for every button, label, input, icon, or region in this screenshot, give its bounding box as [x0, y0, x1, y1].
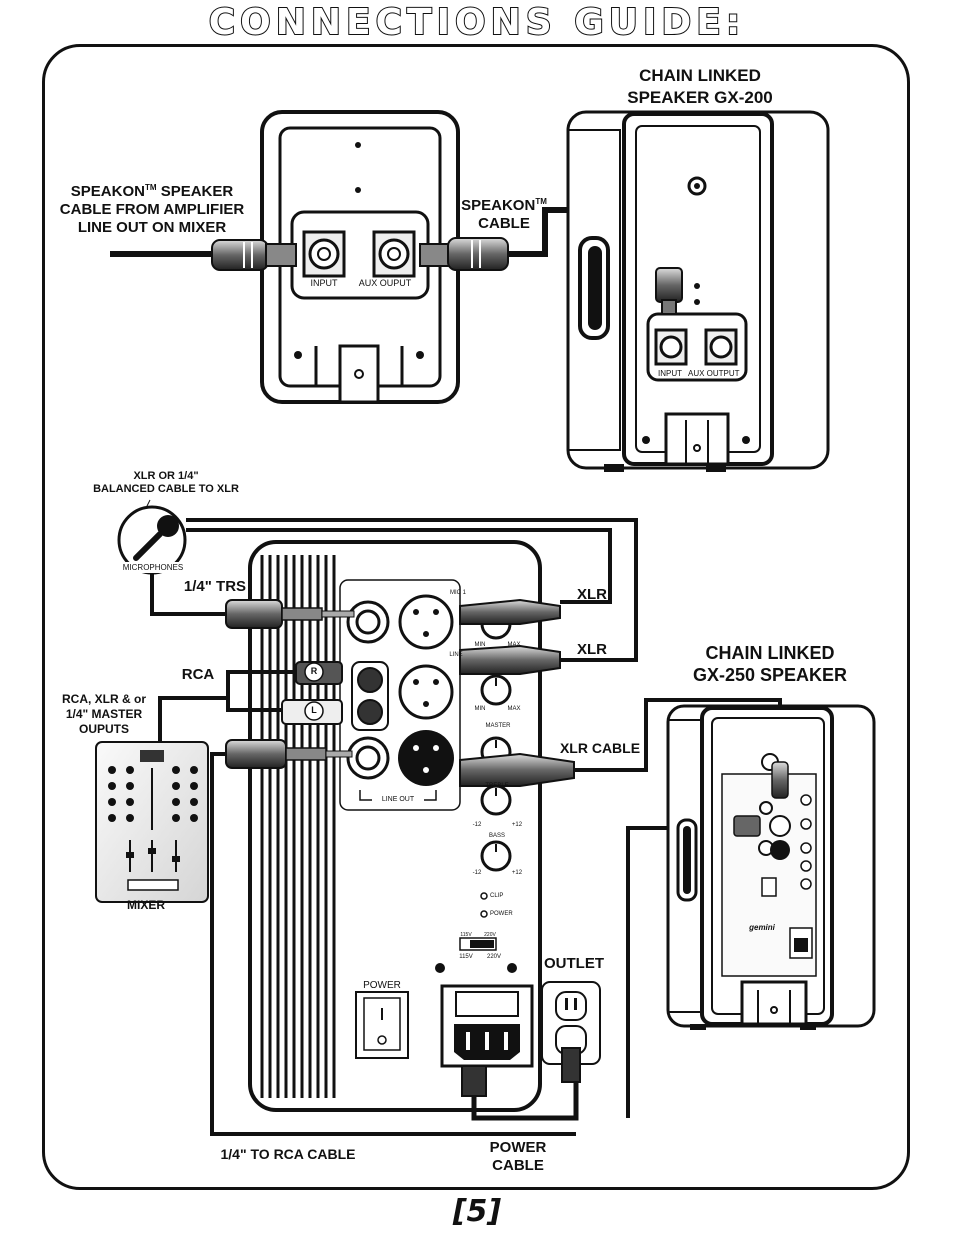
page-number: [5]: [452, 1194, 502, 1229]
panel-clip: CLIP: [490, 893, 504, 899]
speakon-cable-label: SPEAKONTM CABLE: [454, 193, 554, 233]
tm-mark-2: TM: [535, 197, 547, 206]
xlr-or-quarter-label: XLR OR 1/4" BALANCED CABLE TO XLR: [86, 470, 246, 496]
rca-label: RCA: [181, 666, 215, 683]
panel-plus12-1: +12: [511, 822, 523, 828]
rca-l-mark: L: [311, 705, 317, 715]
power-switch-label: POWER: [363, 980, 401, 991]
speakon-amp-label: SPEAKONTM SPEAKER CABLE FROM AMPLIFIER L…: [46, 179, 258, 237]
panel-minus12-1: -12: [472, 822, 482, 828]
panel-115v: 115V: [459, 954, 473, 960]
gx200-speaker: [566, 110, 830, 472]
chain-gx250-line1: CHAIN LINKED: [705, 643, 835, 663]
mixer-cables: [158, 696, 228, 760]
speakon-cable-line1: SPEAKON: [461, 197, 536, 214]
speakon-amp-line3: LINE OUT ON MIXER: [77, 219, 227, 236]
mixer-label: MIXER: [126, 898, 165, 912]
speakon-cable-left: [110, 239, 297, 271]
panel-power-led: POWER: [490, 911, 513, 917]
panel-bass: BASS: [488, 833, 505, 839]
power-cord: [461, 1065, 579, 1121]
chain-gx250-line2: GX-250 SPEAKER: [692, 665, 848, 685]
panel-minus12-2: -12: [472, 870, 482, 876]
xlr-cable-label: XLR CABLE: [559, 740, 641, 756]
xlr-or-quarter-line2: BALANCED CABLE TO XLR: [93, 483, 239, 495]
xlr-plugs: [459, 598, 575, 787]
master-out-line2: 1/4" MASTER: [65, 707, 143, 721]
outlet-label: OUTLET: [544, 955, 604, 972]
xlr-label-2: XLR: [577, 641, 607, 658]
speakon-amp-line2: CABLE FROM AMPLIFIER: [59, 201, 245, 218]
mixer-device: [95, 741, 209, 903]
trs-label: 1/4" TRS: [183, 578, 247, 595]
panel-treble: TREBLE: [485, 783, 509, 789]
master-out-line1: RCA, XLR & or: [62, 692, 146, 706]
speakon-amp-line1: SPEAKON: [70, 183, 145, 200]
wall-outlet: [541, 981, 601, 1083]
panel-line: LINE: [449, 652, 463, 658]
rca-r-mark: R: [310, 666, 318, 676]
panel-line-out: LINE OUT: [372, 794, 424, 805]
page-title: CONNECTIONS GUIDE:: [208, 1, 746, 44]
panel-min-2: MIN: [474, 706, 486, 712]
aux-output-label-2: AUX OUTPUT: [688, 369, 740, 378]
gx250-speaker: [666, 704, 876, 1030]
panel-115v-top: 115V: [460, 932, 472, 938]
panel-min-1: MIN: [474, 642, 486, 648]
power-cable-line2: CABLE: [492, 1157, 544, 1174]
chain-gx250-label: CHAIN LINKED GX-250 SPEAKER: [680, 642, 860, 686]
rca-plugs: [226, 661, 343, 725]
chain-gx200-line1: CHAIN LINKED: [639, 66, 761, 85]
panel-mic1: MIC 1: [449, 590, 466, 596]
speakon-amp-line1b: SPEAKER: [156, 183, 234, 200]
quarter-to-rca-label: 1/4" TO RCA CABLE: [220, 1146, 356, 1162]
speaker-back-top: [260, 110, 460, 404]
trs-plug: [225, 599, 355, 629]
gx250-brand: gemini: [749, 923, 775, 932]
panel-master: MASTER: [485, 723, 511, 729]
microphone-icon: [117, 499, 187, 575]
aux-output-label: AUX OUPUT: [358, 278, 412, 288]
power-cable-label: POWER CABLE: [478, 1139, 558, 1175]
panel-plus12-2: +12: [511, 870, 523, 876]
master-out-label: RCA, XLR & or 1/4" MASTER OUPUTS: [52, 692, 156, 737]
tm-mark: TM: [144, 183, 157, 192]
line-out-plug: [210, 739, 576, 1136]
chain-gx200-line2: SPEAKER GX-200: [627, 88, 773, 107]
input-label-2: INPUT: [658, 369, 682, 378]
speakon-cable-line2: CABLE: [478, 215, 530, 232]
xlr-or-quarter-line1: XLR OR 1/4": [133, 470, 199, 482]
chain-gx200-label: CHAIN LINKED SPEAKER GX-200: [600, 65, 800, 109]
amp-back-panel: [248, 540, 542, 1112]
master-out-line3: OUPUTS: [78, 722, 129, 736]
input-label: INPUT: [310, 278, 338, 288]
mic-cables: [150, 518, 638, 662]
panel-max-1: MAX: [507, 642, 521, 648]
diagram-frame: [42, 44, 910, 1190]
panel-220v-top: 220V: [484, 932, 496, 938]
panel-220v: 220V: [486, 954, 501, 960]
panel-max-2: MAX: [507, 706, 521, 712]
xlr-label-1: XLR: [577, 586, 607, 603]
power-cable-line1: POWER: [489, 1139, 547, 1156]
microphones-label: MICROPHONES: [118, 562, 188, 573]
